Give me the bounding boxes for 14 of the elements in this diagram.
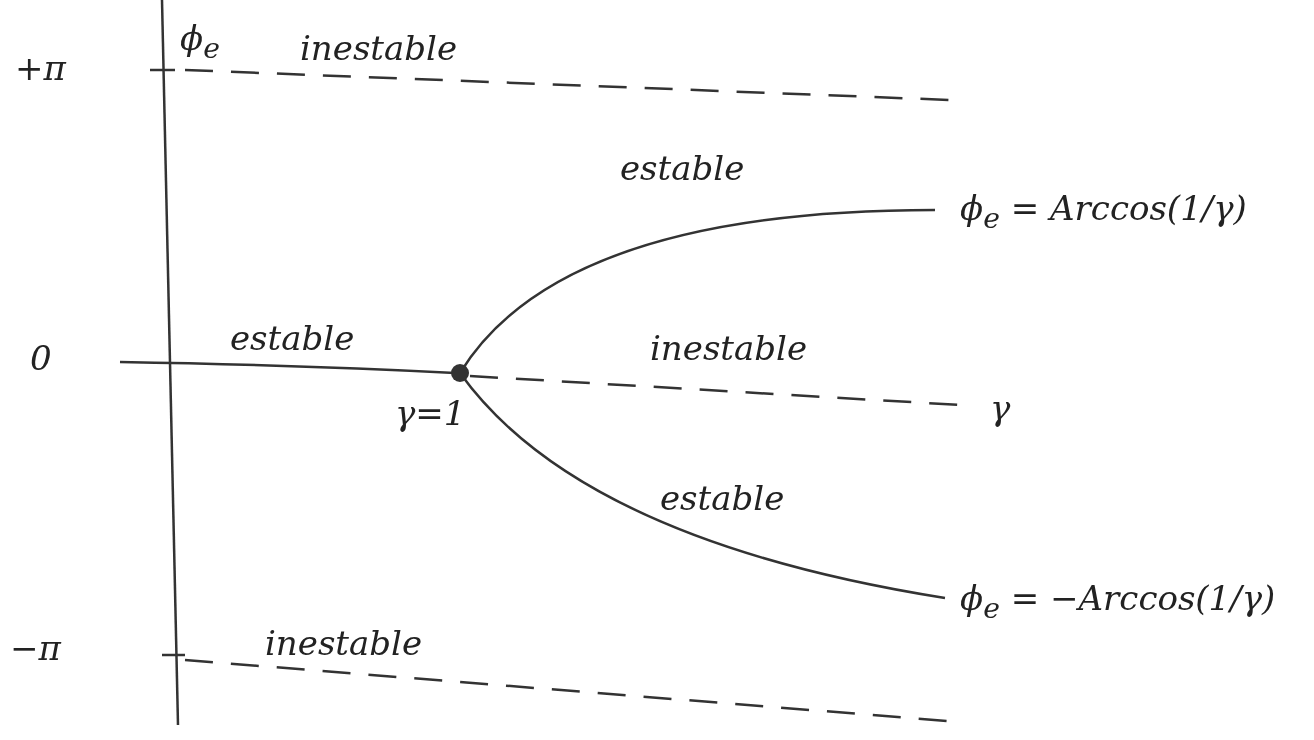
branch-equation: ϕ$_{e}$ = −Arccos(1/γ) [960,580,1276,624]
tick-label: +π [15,50,66,88]
axis-label: ϕ$_{e}$ [180,20,220,64]
branch-label: inestable [300,30,458,68]
branch-label: estable [230,320,355,358]
tick-label: 0 [30,340,52,378]
branch-label: inestable [265,625,423,663]
tick-label: −π [10,630,61,668]
branch-label: estable [620,150,745,188]
branch-equation: ϕ$_{e}$ = Arccos(1/γ) [960,190,1247,234]
axis-label: γ [990,390,1011,428]
branch-label: estable [660,480,785,518]
branch-label: inestable [650,330,808,368]
bifurcation-label: γ=1 [395,395,466,433]
